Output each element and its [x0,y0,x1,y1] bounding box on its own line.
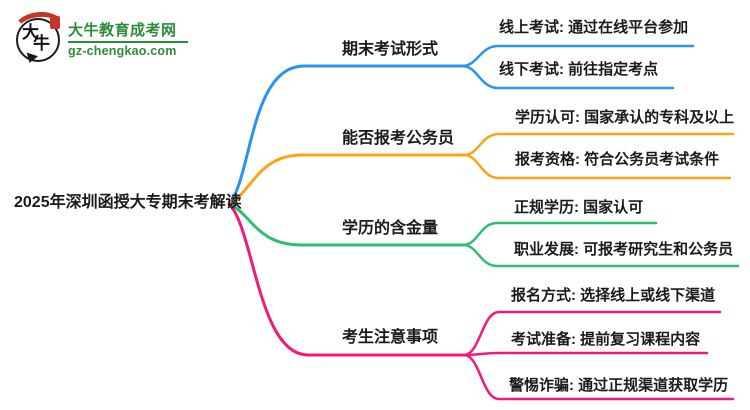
branch-2-child-2-line [462,153,732,180]
logo-bubble-char-1: 大 [22,23,39,43]
leaf-3-2-label[interactable]: 职业发展: 可报考研究生和公务员 [514,241,734,258]
branch-3-child-1-line [461,221,658,247]
branch-2-label[interactable]: 能否报考公务员 [342,130,455,147]
branch-2-main-line [227,153,466,206]
logo-speech-bubble: 大 牛 [16,18,60,62]
branch-4-child-2-line [462,351,709,357]
branch-4-child-1-line [462,310,722,357]
branch-1-main-line [227,64,464,206]
leaf-2-1-label[interactable]: 学历认可: 国家承认的专科及以上 [515,109,735,126]
branch-2-child-1-line [462,132,735,157]
central-topic[interactable]: 2025年深圳函授大专期末考解读 [14,194,242,211]
branch-1-child-2-line [460,64,675,90]
branch-4-label[interactable]: 考生注意事项 [342,329,439,346]
logo-red-seal [50,16,60,29]
logo-site-domain: gz-chengkao.com [68,41,188,58]
branch-1-label[interactable]: 期末考试形式 [342,41,439,58]
leaf-4-1-label[interactable]: 报名方式: 选择线上或线下渠道 [511,287,716,304]
leaf-4-3-label[interactable]: 警惕诈骗: 通过正规渠道获取学历 [509,377,729,394]
leaf-4-2-label[interactable]: 考试准备: 提前复习课程内容 [511,331,701,348]
branch-4-child-3-line [462,353,735,401]
branch-3-label[interactable]: 学历的含金量 [342,220,439,237]
site-logo: 大 牛 大牛教育成考网 gz-chengkao.com [12,9,212,70]
leaf-2-2-label[interactable]: 报考资格: 符合公务员考试条件 [515,151,720,168]
leaf-1-1-label[interactable]: 线上考试: 通过在线平台参加 [499,19,689,36]
branch-3-main-line [227,202,465,247]
logo-text-block: 大牛教育成考网 gz-chengkao.com [68,21,188,58]
leaf-1-2-label[interactable]: 线下考试: 前往指定考点 [499,61,659,78]
leaf-3-1-label[interactable]: 正规学历: 国家认可 [514,199,644,216]
logo-bubble-char-2: 牛 [33,34,50,54]
branch-4-main-line [227,202,466,357]
branch-3-child-2-line [461,243,740,268]
branch-1-child-1-line [460,44,695,68]
logo-site-name: 大牛教育成考网 [68,22,177,39]
